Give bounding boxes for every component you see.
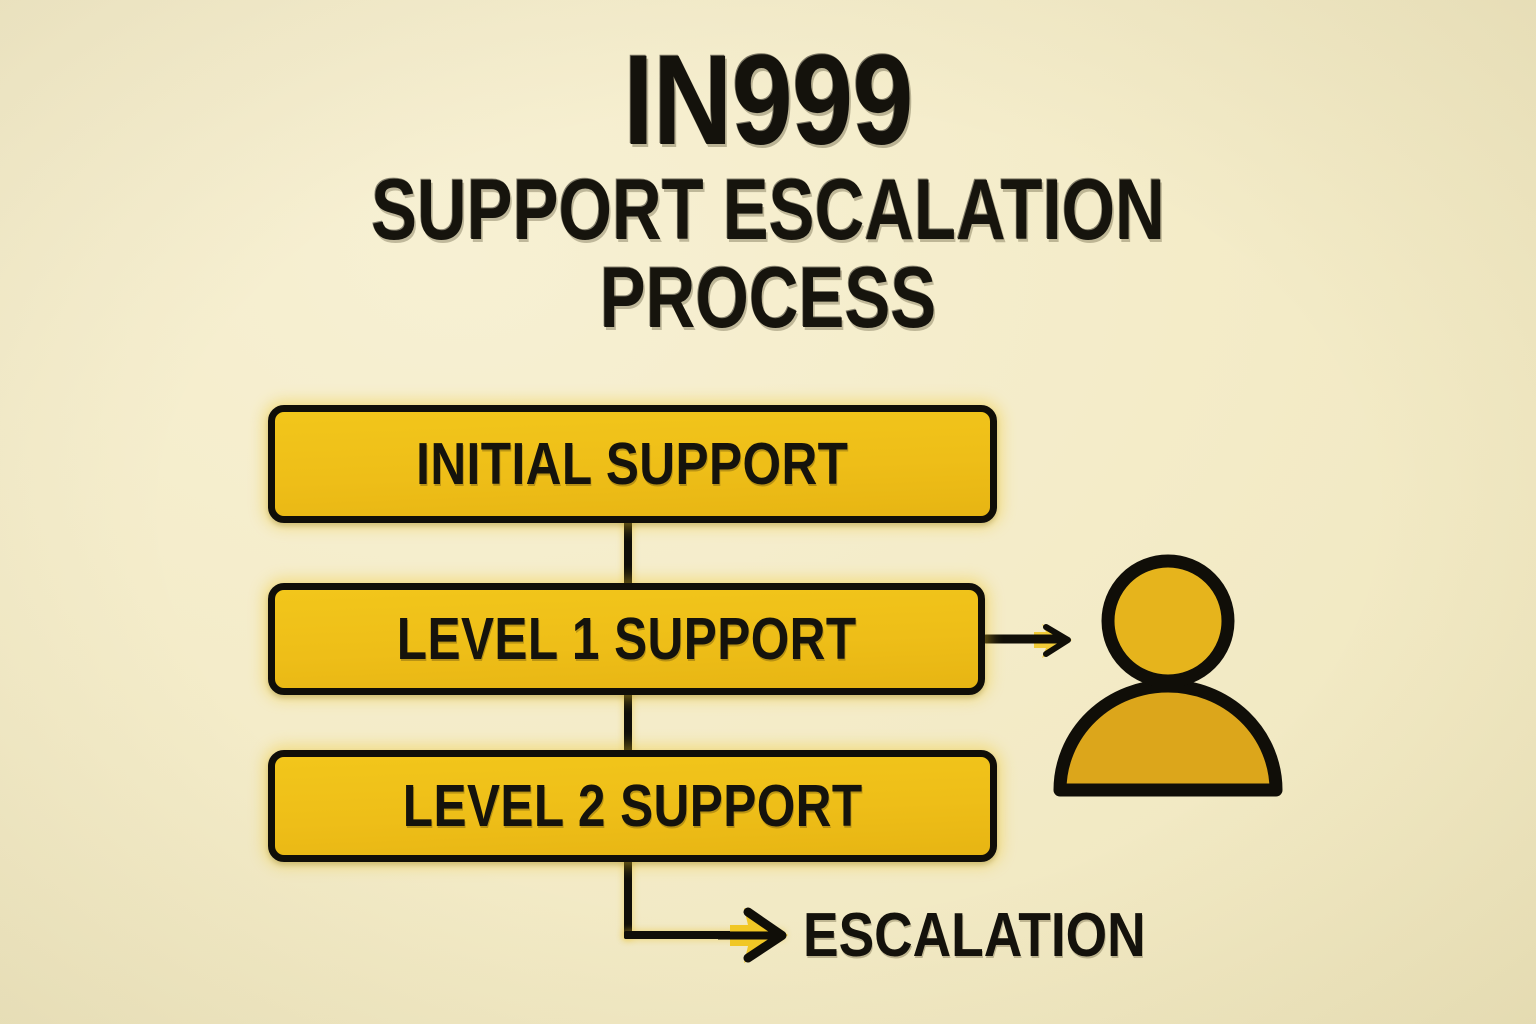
person-icon — [1053, 554, 1283, 797]
flow-box-level-2-support[interactable]: LEVEL 2 SUPPORT — [268, 750, 997, 862]
escalation-label: ESCALATION — [803, 901, 1146, 970]
connector-level2-to-escalation-horizontal — [624, 931, 784, 939]
page-subtitle: SUPPORT ESCALATION PROCESS — [371, 162, 1165, 347]
flow-box-label: LEVEL 2 SUPPORT — [402, 773, 863, 839]
elbow-arrow-right-icon — [718, 907, 788, 963]
flow-box-level-1-support[interactable]: LEVEL 1 SUPPORT — [268, 583, 985, 695]
page-title: IN999 — [623, 29, 913, 172]
connector-level2-to-escalation-vertical — [624, 857, 632, 939]
connector-initial-to-level1 — [624, 518, 632, 590]
connector-level1-to-level2 — [624, 690, 632, 756]
arrow-right-icon — [984, 624, 1072, 658]
flow-box-initial-support[interactable]: INITIAL SUPPORT — [268, 405, 997, 523]
flow-box-label: INITIAL SUPPORT — [416, 431, 849, 497]
flow-box-label: LEVEL 1 SUPPORT — [396, 606, 857, 672]
title-block: IN999 SUPPORT ESCALATION PROCESS — [0, 29, 1536, 347]
